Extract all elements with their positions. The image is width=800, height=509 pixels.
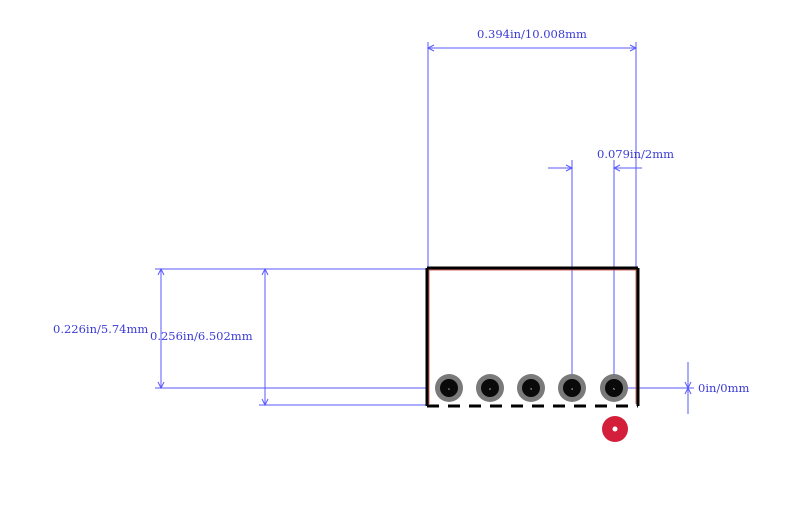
origin-offset-dimension: 0in/0mm	[614, 362, 749, 414]
overall-height-label: 0.256in/6.502mm	[150, 329, 253, 343]
drill-hole	[563, 379, 581, 397]
overall-width-dimension: 0.394in/10.008mm	[426, 27, 638, 268]
overall-width-label: 0.394in/10.008mm	[477, 27, 587, 41]
drill-hole	[522, 379, 540, 397]
pin-row-height-dimension: 0.226in/5.74mm	[53, 267, 428, 390]
pin-3: 3	[517, 374, 545, 402]
pin-one-marker-icon	[602, 416, 628, 442]
pin-number: 2	[489, 387, 491, 391]
pin-4: 4	[558, 374, 586, 402]
drill-hole	[481, 379, 499, 397]
pin-number: 1	[448, 387, 450, 391]
pin-row-height-label: 0.226in/5.74mm	[53, 322, 148, 336]
component-outline	[425, 266, 640, 408]
drill-hole	[440, 379, 458, 397]
pin-2: 2	[476, 374, 504, 402]
pin-5: 5	[600, 374, 628, 402]
pin-number: 3	[530, 387, 532, 391]
pitch-label: 0.079in/2mm	[597, 147, 674, 161]
pin-1: 1	[435, 374, 463, 402]
pitch-dimension: 0.079in/2mm	[548, 147, 674, 388]
pin-number: 5	[613, 387, 615, 391]
pin-number: 4	[571, 387, 573, 391]
origin-offset-label: 0in/0mm	[698, 381, 749, 395]
drill-hole	[605, 379, 623, 397]
overall-height-dimension: 0.256in/6.502mm	[150, 267, 428, 407]
